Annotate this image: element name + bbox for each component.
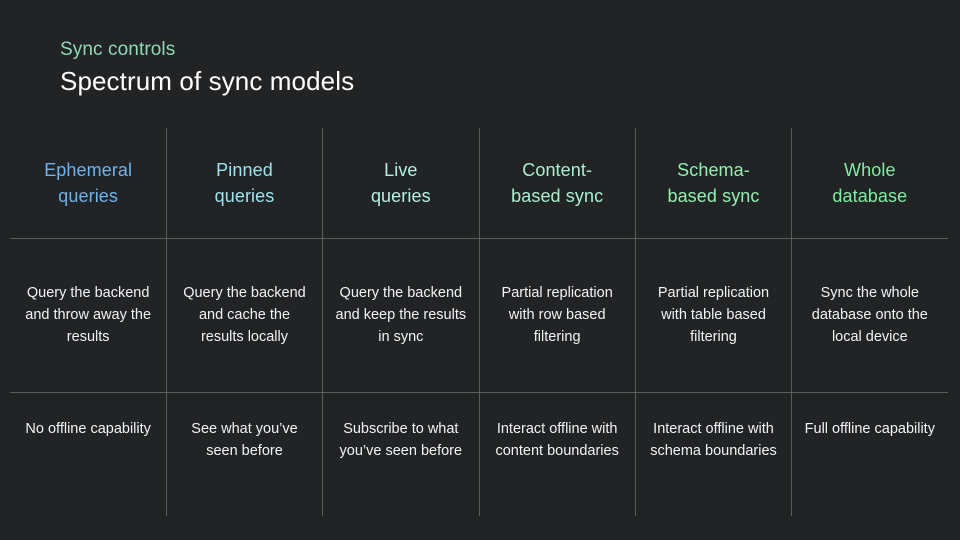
- offline-cell-3: Interact offline with content boundaries: [495, 421, 619, 459]
- offline-cell-0: No offline capability: [25, 421, 151, 437]
- page-title: Spectrum of sync models: [60, 66, 355, 96]
- column-header-line1-0: Ephemeral: [44, 160, 133, 180]
- column-header-label-3: Content- based sync: [489, 157, 625, 209]
- column-header-line2-1: queries: [214, 186, 275, 206]
- description-cell-2: Query the backend and keep the results i…: [335, 285, 467, 345]
- table-row: Partial replication with row based filte…: [479, 238, 635, 392]
- table-row: Partial replication with table based fil…: [635, 238, 791, 392]
- title-block: Sync controls Spectrum of sync models: [60, 38, 354, 98]
- column-header-label-0: Ephemeral queries: [20, 157, 156, 209]
- description-cell-1: Query the backend and cache the results …: [183, 285, 306, 345]
- table-row: Interact offline with content boundaries: [479, 392, 635, 516]
- column-header-line2-0: queries: [58, 186, 119, 206]
- table-row: Interact offline with schema boundaries: [635, 392, 791, 516]
- table-row: Query the backend and cache the results …: [166, 238, 322, 392]
- table-row: Query the backend and keep the results i…: [323, 238, 479, 392]
- description-cell-0: Query the backend and throw away the res…: [25, 285, 152, 345]
- column-header-line1-5: Whole: [844, 160, 896, 180]
- sync-models-table: Ephemeral queries Pinned queries Live qu…: [10, 128, 948, 516]
- description-cell-5: Sync the whole database onto the local d…: [811, 285, 928, 345]
- table-header-cell-1: Pinned queries: [166, 128, 322, 238]
- description-cell-4: Partial replication with table based fil…: [657, 285, 770, 345]
- column-header-line1-2: Live: [384, 160, 418, 180]
- table-header-cell-3: Content- based sync: [479, 128, 635, 238]
- table-row: Subscribe to what you’ve seen before: [323, 392, 479, 516]
- column-header-label-5: Whole database: [802, 157, 938, 209]
- table-row: Sync the whole database onto the local d…: [792, 238, 948, 392]
- offline-cell-4: Interact offline with schema boundaries: [650, 421, 777, 459]
- column-header-line2-2: queries: [370, 186, 431, 206]
- table-grid: Ephemeral queries Pinned queries Live qu…: [10, 128, 948, 516]
- column-header-line1-1: Pinned: [216, 160, 273, 180]
- table-header-cell-4: Schema- based sync: [635, 128, 791, 238]
- offline-cell-5: Full offline capability: [804, 421, 935, 437]
- column-divider-4: [635, 128, 636, 516]
- column-header-line2-4: based sync: [667, 186, 760, 206]
- column-header-label-4: Schema- based sync: [645, 157, 781, 209]
- table-row: Full offline capability: [792, 392, 948, 516]
- description-cell-3: Partial replication with row based filte…: [501, 285, 613, 345]
- table-row: Query the backend and throw away the res…: [10, 238, 166, 392]
- offline-cell-1: See what you’ve seen before: [191, 421, 298, 459]
- table-row: See what you’ve seen before: [166, 392, 322, 516]
- row-divider-2: [10, 392, 948, 393]
- column-header-line2-3: based sync: [511, 186, 604, 206]
- column-header-label-1: Pinned queries: [176, 157, 312, 209]
- column-divider-3: [479, 128, 480, 516]
- column-divider-1: [166, 128, 167, 516]
- slide-eyebrow: Sync controls: [60, 39, 176, 60]
- column-divider-2: [322, 128, 323, 516]
- row-divider-1: [10, 238, 948, 239]
- offline-cell-2: Subscribe to what you’ve seen before: [339, 421, 463, 459]
- table-header-cell-2: Live queries: [323, 128, 479, 238]
- column-header-line1-4: Schema-: [677, 160, 750, 180]
- column-divider-5: [791, 128, 792, 516]
- table-row: No offline capability: [10, 392, 166, 516]
- table-header-cell-0: Ephemeral queries: [10, 128, 166, 238]
- column-header-line2-5: database: [832, 186, 908, 206]
- table-header-cell-5: Whole database: [792, 128, 948, 238]
- column-header-label-2: Live queries: [333, 157, 469, 209]
- column-header-line1-3: Content-: [522, 160, 593, 180]
